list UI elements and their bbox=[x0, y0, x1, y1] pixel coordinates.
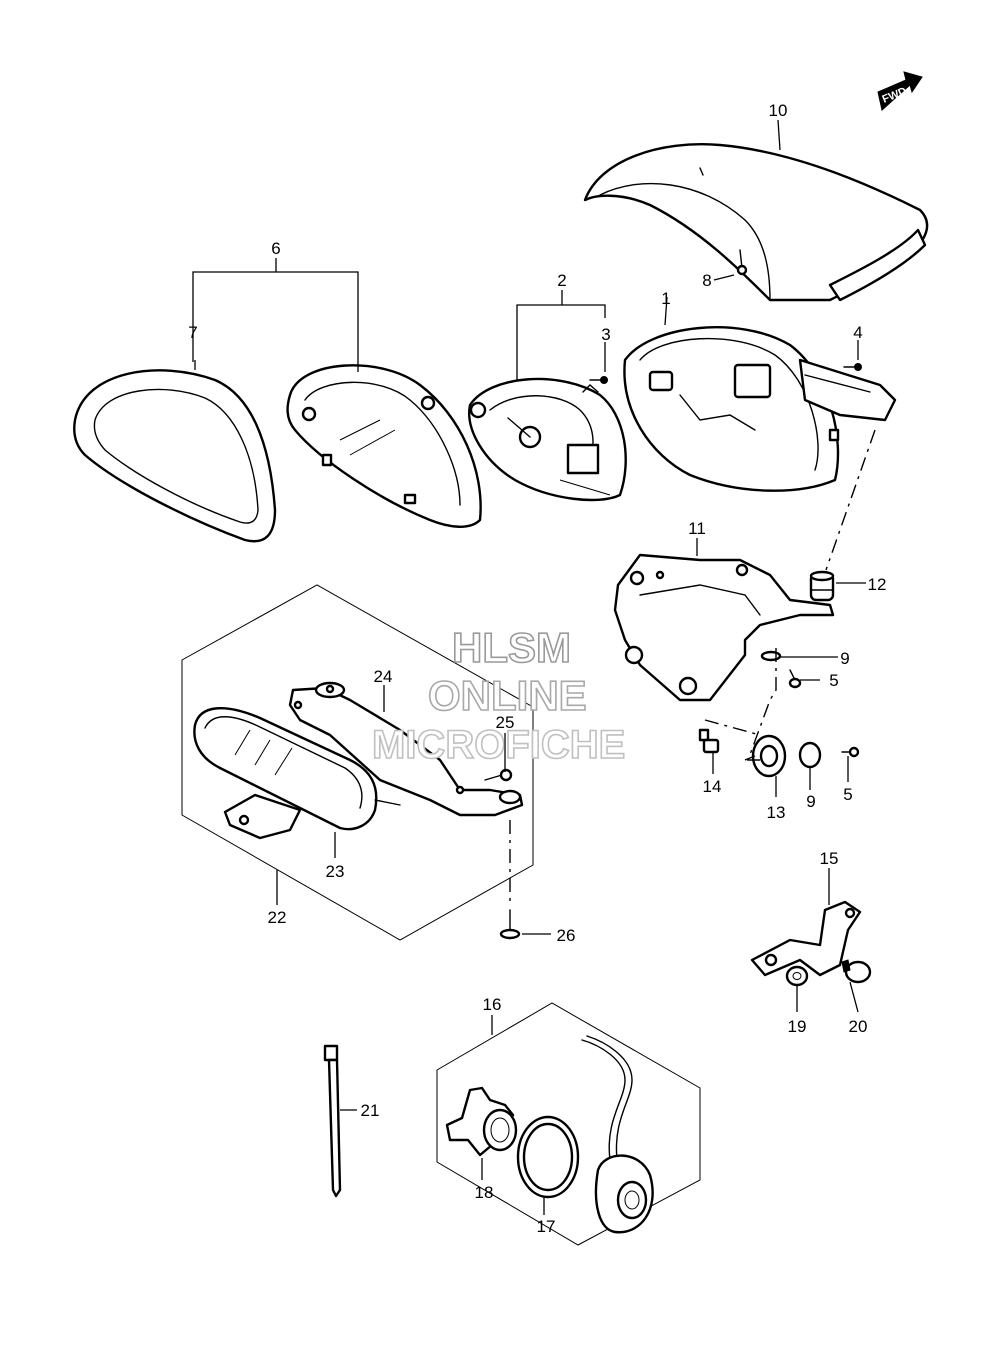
fwd-arrow-icon: FWD bbox=[877, 71, 923, 111]
callout-26: 26 bbox=[557, 926, 576, 945]
callout-24: 24 bbox=[374, 667, 393, 686]
callout-15: 15 bbox=[820, 849, 839, 868]
socket-18 bbox=[445, 1086, 518, 1157]
assembly-lines bbox=[509, 429, 876, 905]
screw-5-lower bbox=[841, 746, 860, 758]
meter-lens bbox=[286, 364, 482, 528]
callout-10: 10 bbox=[769, 101, 788, 120]
callout-25: 25 bbox=[496, 713, 515, 732]
washer-19 bbox=[785, 965, 809, 987]
callout-4: 4 bbox=[853, 323, 862, 342]
indicator-group-box bbox=[181, 584, 534, 941]
clamp-20 bbox=[841, 959, 872, 984]
callout-3: 3 bbox=[601, 325, 610, 344]
meter-bezel bbox=[73, 369, 277, 543]
callout-12: 12 bbox=[868, 575, 887, 594]
callout-14: 14 bbox=[703, 777, 722, 796]
grommet bbox=[809, 570, 835, 602]
callout-21: 21 bbox=[361, 1101, 380, 1120]
callout-5-lower: 5 bbox=[843, 785, 852, 804]
callout-19: 19 bbox=[788, 1017, 807, 1036]
callout-9-upper: 9 bbox=[840, 649, 849, 668]
screw-3 bbox=[589, 376, 608, 384]
callout-2: 2 bbox=[557, 271, 566, 290]
screw-25 bbox=[484, 768, 513, 782]
watermark-line1: HLSM bbox=[452, 624, 571, 671]
callout-22: 22 bbox=[268, 908, 287, 927]
callout-11: 11 bbox=[688, 519, 706, 538]
watermark-line3: MICROFICHE bbox=[372, 723, 625, 767]
callout-20: 20 bbox=[849, 1017, 868, 1036]
watermark-line2: ONLINE bbox=[428, 672, 587, 719]
callout-9-lower: 9 bbox=[806, 792, 815, 811]
meter-bracket bbox=[613, 553, 835, 702]
screw-26 bbox=[499, 909, 521, 940]
callout-6: 6 bbox=[271, 239, 280, 258]
socket-wire bbox=[581, 1035, 654, 1234]
screw-5-upper bbox=[788, 669, 802, 689]
bracket-15 bbox=[750, 900, 862, 977]
group-bracket-2 bbox=[516, 290, 606, 380]
meter-unit bbox=[468, 377, 627, 502]
socket-group-box bbox=[436, 1002, 701, 1246]
ring-17 bbox=[516, 1115, 580, 1199]
fwd-label: FWD bbox=[881, 85, 909, 106]
group-bracket-6 bbox=[192, 258, 359, 372]
callout-17: 17 bbox=[537, 1217, 556, 1236]
screw-8 bbox=[736, 249, 748, 276]
watermark: HLSM ONLINE MICROFICHE bbox=[371, 623, 626, 768]
leader-lines bbox=[194, 119, 866, 1215]
callout-18: 18 bbox=[475, 1183, 494, 1202]
screw-4 bbox=[843, 363, 862, 371]
bolt-14 bbox=[698, 728, 720, 754]
cable-tie bbox=[323, 1044, 342, 1198]
meter-cover bbox=[583, 143, 929, 302]
indicator-lamp bbox=[193, 707, 401, 840]
callout-1: 1 bbox=[661, 289, 670, 308]
washer-9-upper bbox=[760, 650, 782, 662]
callout-8: 8 bbox=[702, 271, 711, 290]
callout-5-upper: 5 bbox=[829, 671, 838, 690]
washer-9-lower bbox=[798, 741, 822, 769]
meter-case bbox=[623, 326, 897, 492]
callout-16: 16 bbox=[483, 995, 502, 1014]
callout-13: 13 bbox=[767, 803, 786, 822]
indicator-bracket bbox=[288, 681, 524, 817]
callout-7: 7 bbox=[188, 323, 197, 342]
cushion-13 bbox=[751, 734, 787, 778]
callout-labels: 1 2 3 4 5 5 6 7 8 9 9 10 11 12 13 14 15 … bbox=[188, 101, 886, 1236]
callout-23: 23 bbox=[326, 862, 345, 881]
